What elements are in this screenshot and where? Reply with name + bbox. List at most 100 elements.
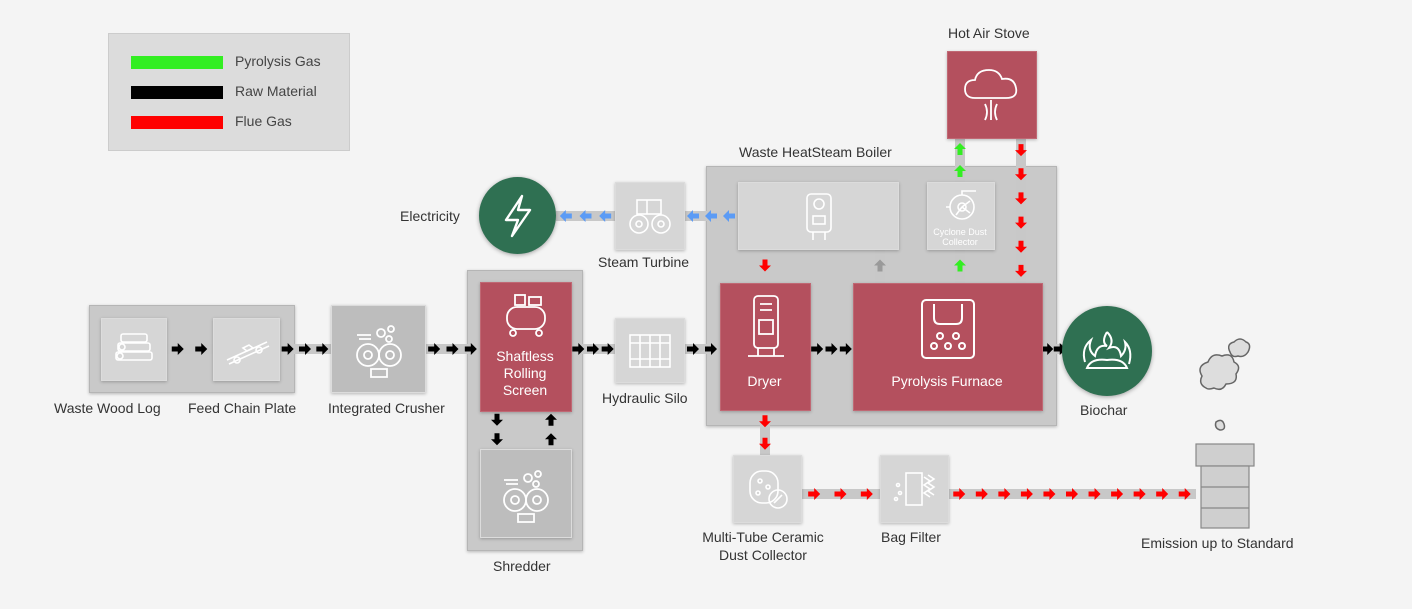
emission-label: Emission up to Standard bbox=[1141, 535, 1294, 551]
flow-arrow bbox=[428, 343, 441, 355]
flow-arrow bbox=[491, 413, 503, 426]
flow-arrow bbox=[1178, 488, 1191, 500]
flow-arrow bbox=[705, 343, 717, 355]
flow-arrow bbox=[811, 343, 824, 355]
legend-swatch-raw-material bbox=[131, 86, 223, 99]
integrated-crusher-box[interactable] bbox=[331, 305, 426, 393]
flow-arrow bbox=[954, 259, 966, 272]
flow-arrow bbox=[1041, 343, 1054, 355]
steam-turbine-box[interactable] bbox=[615, 182, 685, 250]
pipe-segment bbox=[955, 138, 965, 182]
electricity-node[interactable] bbox=[479, 177, 556, 254]
pipe-segment bbox=[492, 410, 502, 449]
dust-collector-label: Dust Collector bbox=[719, 547, 807, 563]
flow-arrow bbox=[1088, 488, 1101, 500]
flow-arrow bbox=[723, 210, 735, 222]
waste-wood-log-label: Waste Wood Log bbox=[54, 400, 161, 416]
flow-arrow bbox=[808, 488, 821, 500]
turbine-icon bbox=[629, 199, 671, 234]
bag-filter-box[interactable] bbox=[880, 455, 949, 523]
flow-arrow bbox=[195, 343, 208, 355]
flow-arrow bbox=[1156, 488, 1169, 500]
flow-arrow bbox=[1015, 216, 1027, 229]
flow-arrow bbox=[1020, 488, 1033, 500]
flow-arrow bbox=[860, 488, 873, 500]
flow-arrow bbox=[839, 343, 852, 355]
pyrolysis-furnace-label: Pyrolysis Furnace bbox=[891, 373, 1003, 389]
electricity-label: Electricity bbox=[400, 208, 460, 224]
flow-arrow bbox=[759, 437, 771, 450]
wood-log-icon bbox=[115, 332, 153, 361]
flow-arrow bbox=[874, 259, 886, 272]
flow-arrow bbox=[1015, 144, 1027, 157]
dryer-label: Dryer bbox=[747, 373, 782, 389]
biochar-node[interactable] bbox=[1062, 306, 1152, 396]
flow-arrow bbox=[953, 488, 966, 500]
flow-arrow bbox=[1015, 240, 1027, 253]
flow-arrow bbox=[491, 433, 503, 446]
hot-air-stove-label: Hot Air Stove bbox=[948, 25, 1030, 41]
legend-label-pyrolysis-gas: Pyrolysis Gas bbox=[235, 53, 321, 69]
legend: Pyrolysis Gas Raw Material Flue Gas bbox=[108, 33, 350, 151]
flow-arrow bbox=[171, 343, 184, 355]
flow-arrow bbox=[601, 343, 614, 355]
dryer-icon bbox=[747, 295, 784, 357]
flow-arrow bbox=[954, 165, 966, 177]
pyrolysis-furnace-box[interactable] bbox=[853, 283, 1043, 411]
flow-arrow bbox=[545, 413, 557, 426]
legend-swatch-pyrolysis-gas bbox=[131, 56, 223, 69]
flow-arrow bbox=[687, 210, 699, 222]
hydraulic-silo-box[interactable] bbox=[615, 318, 685, 383]
shredder-box[interactable] bbox=[480, 449, 572, 538]
flow-arrow bbox=[446, 343, 459, 355]
cyclone-dust-collector-label: Cyclone Dust Collector bbox=[933, 227, 987, 247]
dryer-box[interactable] bbox=[720, 283, 811, 411]
flow-arrow bbox=[1015, 192, 1027, 205]
flow-arrow bbox=[1111, 488, 1124, 500]
cyclone-icon bbox=[946, 190, 976, 220]
flow-arrow bbox=[299, 343, 311, 355]
flow-arrow bbox=[599, 210, 612, 222]
silo-icon bbox=[629, 333, 671, 368]
waste-heat-steam-boiler-label: Waste HeatSteam Boiler bbox=[739, 144, 892, 160]
legend-label-flue-gas: Flue Gas bbox=[235, 113, 292, 129]
flow-arrow bbox=[954, 143, 966, 155]
waste-wood-log-box[interactable] bbox=[101, 318, 167, 381]
steam-boiler-box[interactable] bbox=[738, 182, 899, 250]
flow-arrow bbox=[579, 210, 592, 222]
flow-arrow bbox=[464, 343, 477, 355]
flow-arrow bbox=[975, 488, 988, 500]
crusher-icon bbox=[355, 325, 402, 378]
lightning-bolt-icon bbox=[504, 194, 531, 237]
conveyor-icon bbox=[226, 340, 269, 365]
flow-arrow bbox=[1066, 488, 1078, 500]
flow-arrow bbox=[705, 210, 717, 222]
flow-arrow bbox=[1015, 264, 1027, 277]
legend-swatch-flue-gas bbox=[131, 116, 223, 129]
compressor-icon bbox=[506, 294, 546, 337]
shaftless-rolling-screen-box[interactable] bbox=[480, 282, 572, 412]
flow-arrow bbox=[759, 259, 771, 272]
flow-arrow bbox=[1043, 488, 1056, 500]
integrated-crusher-label: Integrated Crusher bbox=[328, 400, 445, 416]
pipe-segment bbox=[1016, 138, 1026, 283]
flow-arrow bbox=[316, 343, 329, 355]
feed-chain-plate-box[interactable] bbox=[213, 318, 280, 381]
flow-arrow bbox=[587, 343, 599, 355]
pipe-segment bbox=[546, 410, 556, 449]
pipe-segment bbox=[166, 344, 213, 354]
flow-arrow bbox=[687, 343, 699, 355]
ceramic-tube-icon bbox=[748, 470, 788, 509]
shredder-label: Shredder bbox=[493, 558, 551, 574]
pipe-segment bbox=[684, 344, 720, 354]
flow-arrow bbox=[572, 343, 585, 355]
flow-arrow bbox=[545, 433, 557, 446]
hot-air-stove-box[interactable] bbox=[947, 51, 1037, 139]
flow-arrow bbox=[1133, 488, 1146, 500]
cyclone-dust-collector-box[interactable] bbox=[927, 182, 995, 250]
biochar-label: Biochar bbox=[1080, 402, 1128, 418]
multi-tube-dust-collector-box[interactable] bbox=[733, 455, 802, 523]
steam-turbine-label: Steam Turbine bbox=[598, 254, 690, 270]
flow-arrow bbox=[559, 210, 572, 222]
